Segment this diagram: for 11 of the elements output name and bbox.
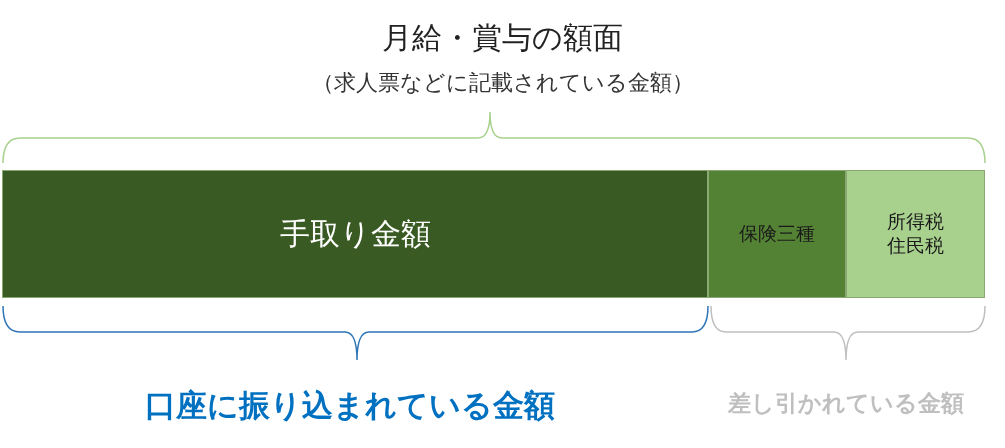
bar-segment — [2, 170, 708, 298]
segment-label: 保険三種 — [739, 222, 815, 246]
caption-text: 差し引かれている金額 — [726, 389, 965, 418]
caption-text: 口座に振り込まれている金額 — [144, 386, 556, 425]
subtitle: （求人票などに記載されている金額） — [310, 69, 695, 97]
segment-label: 手取り金額 — [279, 215, 431, 253]
title: 月給・賞与の額面 — [381, 19, 624, 57]
segment-label: 所得税 — [887, 210, 944, 234]
segment-label: 住民税 — [887, 234, 944, 258]
bar-segment — [846, 170, 985, 298]
bar-segment — [708, 170, 846, 298]
